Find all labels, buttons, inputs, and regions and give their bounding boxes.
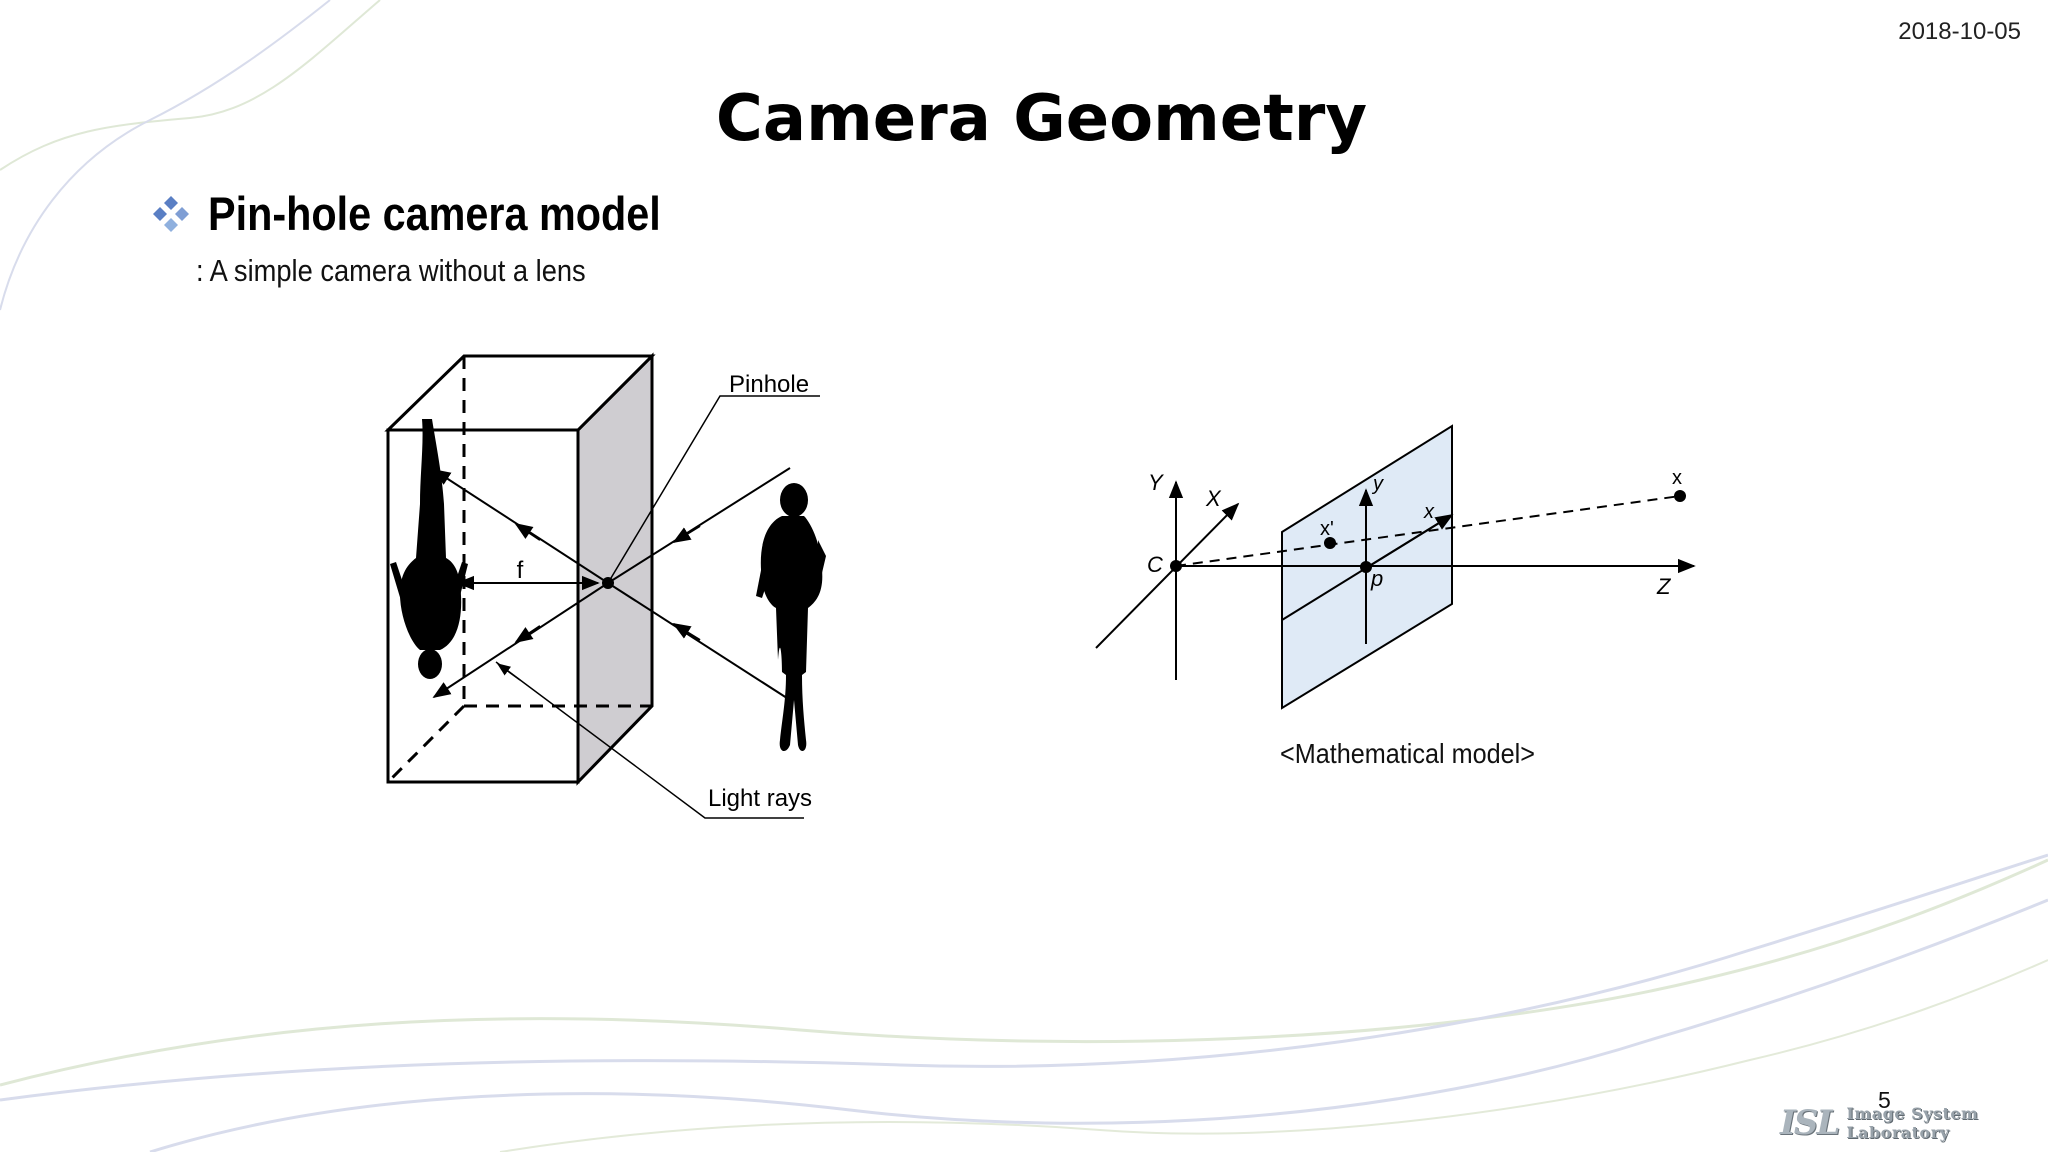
hidden-edge-diagonal — [386, 704, 466, 784]
principal-p-label: p — [1370, 566, 1383, 591]
image-point-label: x' — [1320, 518, 1334, 540]
light-rays-label: Light rays — [708, 785, 812, 812]
page-number: 5 — [1878, 1087, 1891, 1113]
person-silhouette — [756, 483, 826, 752]
axis-z-label: Z — [1656, 574, 1672, 599]
box-front-face — [386, 428, 580, 784]
image-point — [1324, 537, 1336, 549]
world-point — [1674, 490, 1686, 502]
axis-x-label: X — [1205, 486, 1222, 511]
light-rays-leader-line — [495, 661, 804, 819]
pinhole-leader-line — [607, 395, 820, 584]
lab-logo: ISL Image System Laboratory — [1780, 1103, 2048, 1143]
math-model-caption: <Mathematical model> — [1280, 738, 1535, 769]
principal-point — [1360, 561, 1372, 573]
logo-text: Image System Laboratory — [1846, 1104, 1979, 1142]
bullet-title: Pin-hole camera model — [208, 187, 661, 240]
camera-center-point — [1170, 560, 1182, 572]
image-x-axis — [1365, 514, 1454, 569]
x-axis — [1095, 502, 1240, 649]
axis-y-label: Y — [1148, 470, 1164, 495]
math-model-diagram: Y X Z C p y x x' x — [1095, 424, 1696, 710]
inverted-person-silhouette — [390, 419, 468, 679]
image-x-label: x — [1423, 501, 1435, 523]
bullet-subtitle: : A simple camera without a lens — [196, 253, 586, 288]
slide-date: 2018-10-05 — [1898, 18, 2021, 45]
ray-direction-arrows — [514, 523, 701, 643]
focal-length-label: f — [517, 557, 524, 584]
pinhole-label: Pinhole — [729, 371, 809, 398]
logo-mark: ISL — [1780, 1103, 1840, 1143]
image-y-label: y — [1371, 473, 1384, 495]
center-c-label: C — [1147, 552, 1163, 577]
slide-title: Camera Geometry — [715, 82, 1368, 156]
world-point-label: x — [1672, 467, 1682, 489]
bullet-row: Pin-hole camera model — [150, 186, 723, 241]
diamond-cluster-icon — [153, 195, 189, 232]
pinhole-box — [384, 352, 656, 786]
